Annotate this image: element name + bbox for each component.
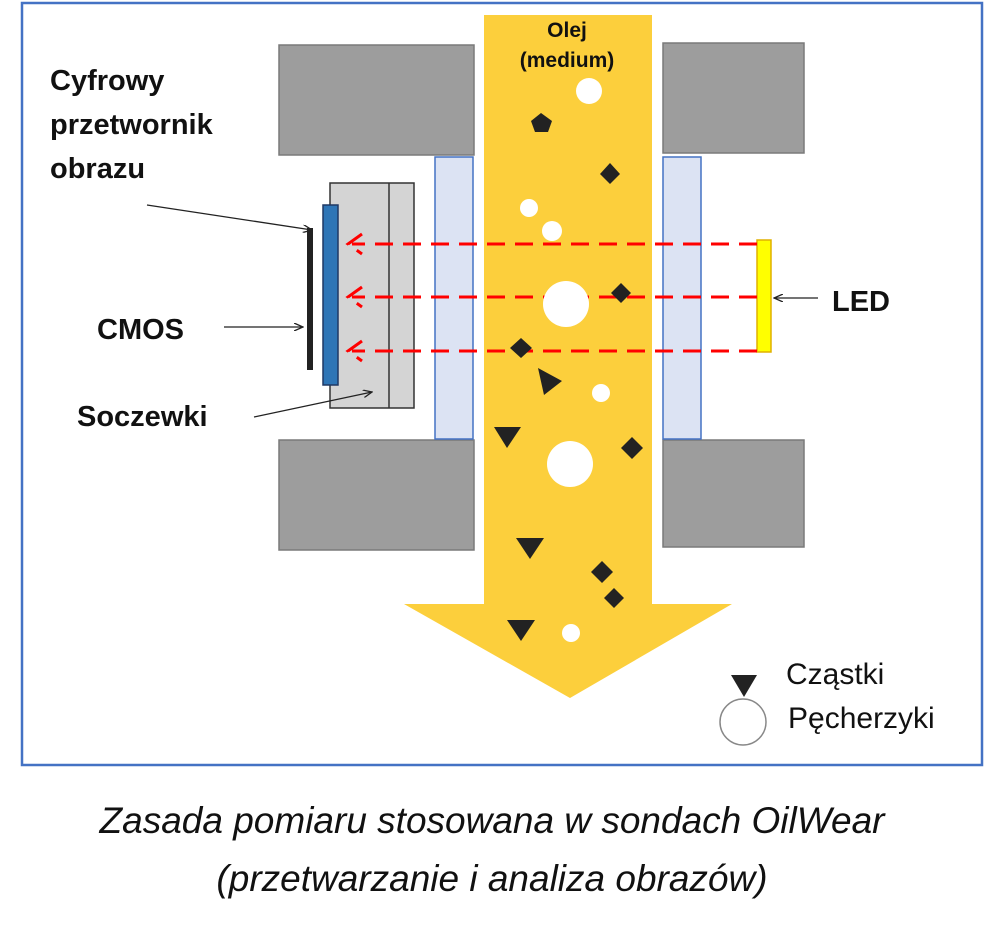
particle-triangle — [494, 427, 521, 448]
legend-bubble-icon — [719, 698, 767, 746]
particle-diamond — [591, 561, 613, 583]
light-beam-3-head — [345, 339, 363, 363]
bubbles — [520, 78, 610, 642]
particle-triangle — [516, 538, 544, 559]
pointer-sensor — [146, 204, 312, 230]
particles — [494, 113, 643, 641]
legend-bubbles-label: Pęcherzyki — [788, 702, 935, 735]
bubble — [543, 281, 589, 327]
caption-line2: (przetwarzanie i analiza obrazów) — [216, 858, 768, 899]
label-sensor-line1: Cyfrowy — [50, 65, 164, 97]
led-emitter — [756, 239, 772, 353]
pointer-lenses — [253, 392, 372, 418]
particle-diamond — [600, 163, 620, 184]
label-sensor-line3: obrazu — [50, 153, 145, 185]
light-beam-2-head — [345, 285, 363, 309]
label-oil-line2: (medium) — [520, 49, 615, 72]
particle-pentagon — [531, 113, 552, 132]
particle-diamond — [621, 437, 643, 459]
bubble — [562, 624, 580, 642]
label-oil-line1: Olej — [547, 19, 587, 42]
particle-triangle — [538, 368, 562, 395]
label-led: LED — [832, 286, 890, 318]
oil-flow-arrow — [404, 15, 732, 698]
caption-line1: Zasada pomiaru stosowana w sondach OilWe… — [99, 800, 885, 841]
image-sensor-plate — [307, 228, 313, 370]
cmos-chip — [322, 204, 339, 386]
bubble — [542, 221, 562, 241]
bubble — [592, 384, 610, 402]
label-cmos: CMOS — [97, 314, 184, 346]
bubble — [547, 441, 593, 487]
housing-block-bottom-left — [278, 439, 475, 551]
label-sensor-line2: przetwornik — [50, 109, 214, 141]
light-beams — [345, 232, 757, 363]
legend-particles-label: Cząstki — [786, 658, 884, 691]
legend-particle-icon — [731, 675, 757, 697]
housing-block-bottom-right — [662, 439, 805, 548]
housing-block-top-left — [278, 44, 475, 156]
lens-body — [329, 182, 415, 409]
particle-diamond — [604, 588, 624, 608]
bubble — [520, 199, 538, 217]
bubble — [576, 78, 602, 104]
label-lenses: Soczewki — [77, 401, 208, 433]
particle-diamond — [611, 283, 631, 303]
housing-block-top-right — [662, 42, 805, 154]
light-beam-1-head — [345, 232, 363, 256]
particle-diamond — [510, 338, 532, 358]
particle-triangle — [507, 620, 535, 641]
